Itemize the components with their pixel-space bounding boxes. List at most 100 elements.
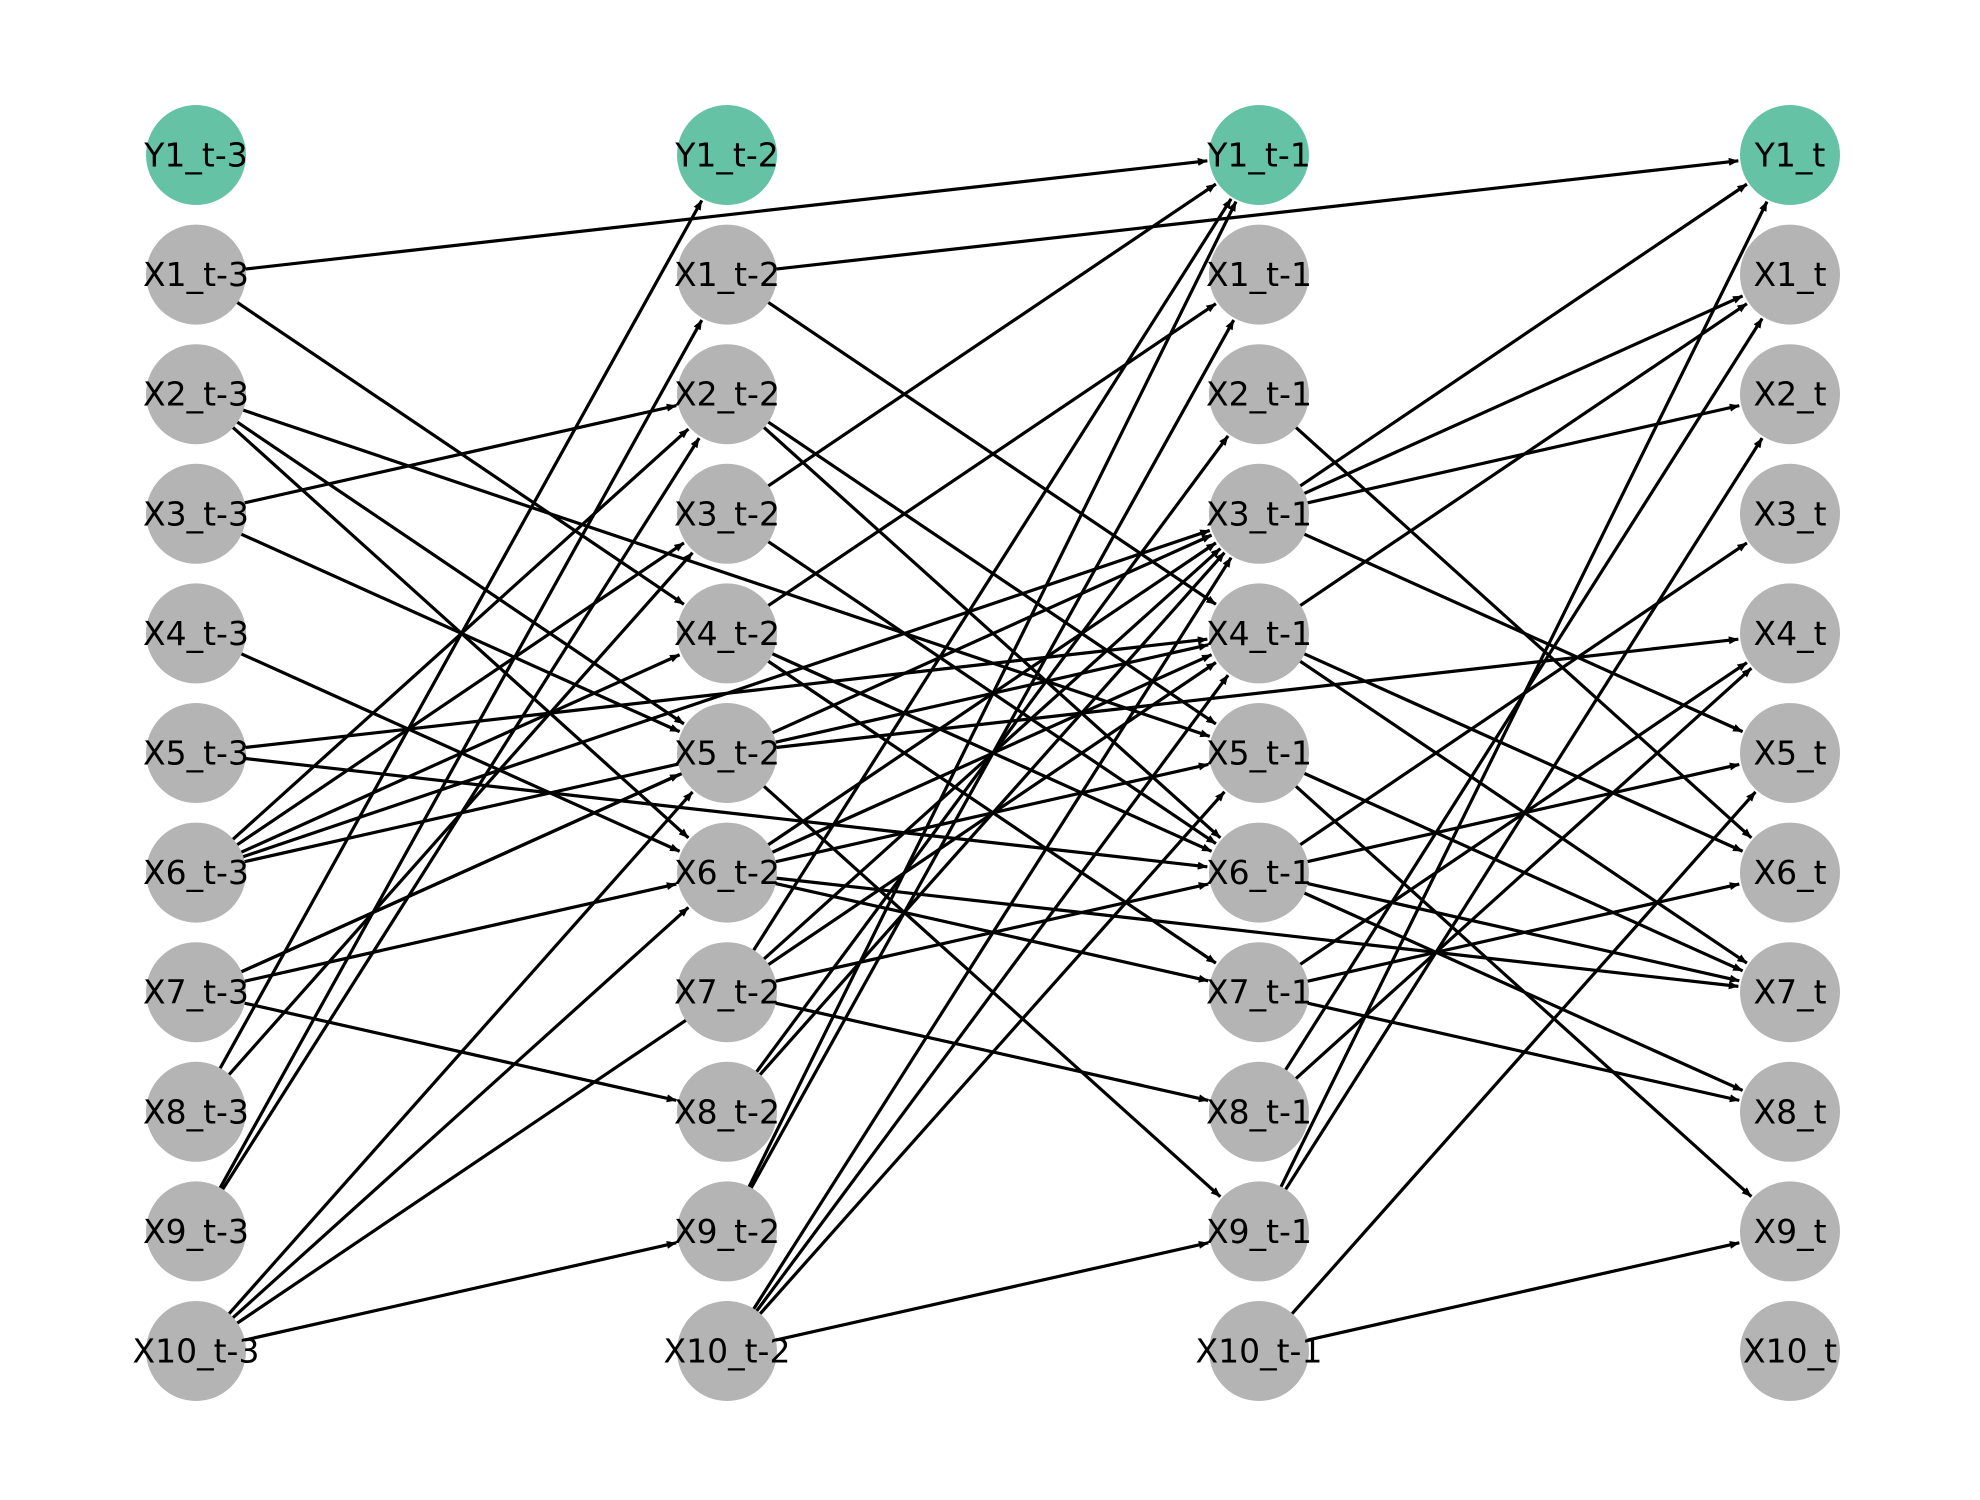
edge-X10_t-2-to-X5_t-1 (756, 790, 1226, 1318)
node-circle (146, 344, 246, 445)
node-label: X8_t-1 (1206, 1092, 1312, 1131)
edge-X10_t-3-to-X5_t-2 (225, 790, 694, 1318)
edge-X6_t-3-to-X4_t-2 (237, 653, 681, 856)
node-label: X7_t-1 (1206, 973, 1312, 1012)
node-X9_t-2: X9_t-2 (674, 1181, 780, 1282)
node-circle (146, 105, 246, 205)
node-circle (1740, 703, 1840, 803)
node-label: X6_t-2 (674, 853, 780, 892)
node-X9_t: X9_t (1740, 1181, 1840, 1282)
edge-X4_t-2-to-X7_t-1 (764, 657, 1217, 965)
node-label: X10_t-3 (133, 1332, 260, 1371)
node-label: X6_t-1 (1206, 853, 1312, 892)
node-label: Y1_t-2 (674, 136, 779, 175)
edge-X2_t-2-to-X5_t-1 (764, 418, 1217, 726)
edge-X3_t-2-to-X6_t-1 (764, 538, 1217, 845)
edge-X10_t-1-to-X9_t (1303, 1241, 1740, 1343)
node-X3_t-1: X3_t-1 (1206, 463, 1312, 564)
node-X1_t: X1_t (1740, 224, 1840, 325)
node-label: X6_t-3 (143, 853, 249, 892)
edge-X5_t-1-to-X7_t (1300, 770, 1744, 973)
edge-X6_t-2-to-X7_t (772, 876, 1739, 990)
node-X8_t-3: X8_t-3 (143, 1061, 249, 1162)
node-circle (146, 703, 246, 803)
node-label: X2_t-3 (143, 375, 249, 414)
edge-X2_t-3-to-X5_t-2 (233, 418, 685, 726)
node-label: Y1_t-1 (1206, 136, 1311, 175)
node-label: X5_t-1 (1206, 734, 1312, 773)
node-X1_t-1: X1_t-1 (1206, 224, 1312, 325)
node-X9_t-3: X9_t-3 (143, 1181, 249, 1282)
node-label: X1_t-1 (1206, 255, 1312, 294)
node-X4_t-2: X4_t-2 (674, 583, 780, 684)
node-circle (677, 822, 777, 923)
edge-X1_t-2-to-X4_t-1 (764, 298, 1217, 606)
node-label: X7_t (1753, 973, 1826, 1012)
node-label: X3_t (1753, 494, 1826, 533)
node-X1_t-2: X1_t-2 (674, 224, 780, 325)
edge-X10_t-3-to-X6_t-2 (229, 906, 690, 1322)
node-circle (677, 224, 777, 325)
node-label: X6_t (1753, 853, 1826, 892)
edge-X7_t-2-to-Y1_t-1 (750, 198, 1233, 955)
edge-X6_t-3-to-X3_t-1 (239, 528, 1211, 860)
node-X4_t-3: X4_t-3 (143, 583, 249, 684)
edges-layer (216, 157, 1769, 1343)
node-label: X10_t (1743, 1332, 1837, 1371)
edge-X6_t-2-to-X5_t-1 (771, 762, 1209, 865)
edge-X10_t-2-to-X4_t-1 (753, 674, 1230, 1316)
node-circle (677, 463, 777, 564)
edge-X7_t-3-to-X8_t-2 (240, 1000, 677, 1103)
node-X4_t-1: X4_t-1 (1206, 583, 1312, 684)
edge-X10_t-1-to-X5_t (1288, 790, 1757, 1318)
nodes-layer: Y1_t-3X1_t-3X2_t-3X3_t-3X4_t-3X5_t-3X6_t… (133, 105, 1840, 1401)
node-label: X4_t (1753, 614, 1826, 653)
node-circle (146, 1061, 246, 1162)
node-X8_t: X8_t (1740, 1061, 1840, 1162)
edge-X3_t-3-to-X5_t-2 (237, 531, 681, 734)
edge-X9_t-3-to-X1_t-2 (216, 319, 704, 1192)
node-label: X8_t-3 (143, 1092, 249, 1131)
node-X5_t-2: X5_t-2 (674, 703, 780, 803)
node-circle (146, 583, 246, 684)
node-X2_t-3: X2_t-3 (143, 344, 249, 445)
edge-X4_t-3-to-X6_t-2 (237, 650, 681, 853)
node-label: X2_t-1 (1206, 375, 1312, 414)
edge-X4_t-1-to-X7_t (1296, 657, 1748, 965)
edge-X9_t-2-to-X1_t-1 (747, 319, 1236, 1192)
node-Y1_t-3: Y1_t-3 (143, 105, 248, 205)
node-circle (1740, 822, 1840, 923)
node-label: X7_t-3 (143, 973, 249, 1012)
node-X5_t-1: X5_t-1 (1206, 703, 1312, 803)
edge-X8_t-3-to-Y1_t-2 (216, 199, 704, 1073)
node-label: X1_t-3 (143, 255, 249, 294)
node-circle (677, 942, 777, 1043)
edge-X7_t-2-to-X6_t-1 (771, 882, 1209, 984)
edge-X3_t-1-to-X1_t (1300, 294, 1744, 497)
edge-X5_t-2-to-X9_t-1 (760, 782, 1222, 1198)
node-circle (1740, 1301, 1840, 1401)
node-label: X2_t (1753, 375, 1826, 414)
node-X2_t-2: X2_t-2 (674, 344, 780, 445)
edge-X4_t-1-to-X6_t (1300, 650, 1744, 853)
node-circle (1209, 942, 1309, 1043)
edge-X7_t-1-to-X8_t (1303, 1000, 1740, 1103)
node-X5_t: X5_t (1740, 703, 1840, 803)
node-X6_t: X6_t (1740, 822, 1840, 923)
node-circle (1209, 1061, 1309, 1162)
node-circle (1740, 105, 1840, 205)
node-circle (1209, 822, 1309, 923)
node-X7_t-1: X7_t-1 (1206, 942, 1312, 1043)
node-circle (677, 105, 777, 205)
node-circle (1209, 105, 1309, 205)
edge-X9_t-1-to-X2_t (1282, 437, 1764, 1194)
node-label: X5_t-2 (674, 734, 780, 773)
node-X10_t: X10_t (1740, 1301, 1840, 1401)
node-circle (1209, 224, 1309, 325)
node-X6_t-3: X6_t-3 (143, 822, 249, 923)
node-X6_t-2: X6_t-2 (674, 822, 780, 923)
edge-X9_t-1-to-Y1_t (1277, 200, 1769, 1191)
node-label: X4_t-2 (674, 614, 780, 653)
node-circle (1209, 1181, 1309, 1282)
edge-X3_t-1-to-Y1_t (1296, 182, 1748, 490)
